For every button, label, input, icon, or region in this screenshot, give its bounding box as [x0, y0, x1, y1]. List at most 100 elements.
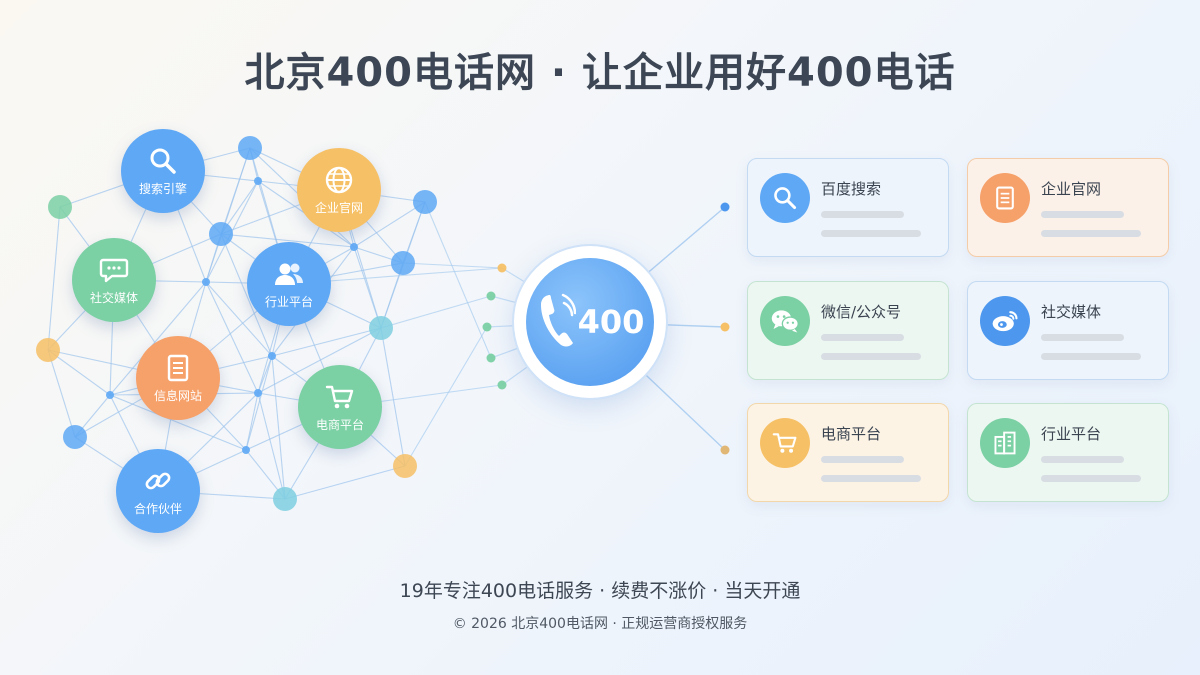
document-icon	[163, 353, 193, 383]
connection-line	[257, 392, 286, 500]
page-title: 北京400电话网 · 让企业用好400电话	[244, 50, 956, 96]
node-social-media: 社交媒体	[72, 238, 156, 322]
search-icon	[760, 173, 810, 223]
search-icon	[148, 146, 178, 176]
network-dot	[63, 425, 87, 449]
connection-line	[47, 349, 111, 396]
network-dot	[482, 322, 492, 332]
channel-title: 电商平台	[821, 425, 882, 443]
connection-line	[380, 327, 406, 467]
connection-line	[257, 327, 382, 394]
channel-title: 行业平台	[1041, 425, 1102, 443]
node-industry-platform: 行业平台	[247, 242, 331, 326]
channel-card-wechat: 微信/公众号	[747, 281, 949, 380]
node-info-website: 信息网站	[136, 336, 220, 420]
users-icon	[273, 259, 305, 289]
network-dot	[254, 389, 262, 397]
channel-card-industry-platform: 行业平台	[967, 403, 1169, 502]
connection-line	[47, 349, 76, 438]
placeholder-line	[1041, 230, 1141, 237]
network-dot	[209, 222, 233, 246]
cart-icon	[760, 418, 810, 468]
node-search-engine: 搜索引擎	[121, 129, 205, 213]
placeholder-line	[821, 353, 921, 360]
node-label: 电商平台	[315, 417, 364, 432]
network-dot	[720, 322, 730, 332]
globe-icon	[324, 165, 354, 195]
network-dot	[48, 195, 72, 219]
channel-title: 社交媒体	[1041, 303, 1102, 321]
building-icon	[980, 418, 1030, 468]
placeholder-line	[821, 456, 904, 463]
connection-line	[109, 281, 207, 396]
footer-copyright: © 2026 北京400电话网 · 正规运营商授权服务	[452, 616, 748, 632]
network-dot	[36, 338, 60, 362]
placeholder-line	[821, 230, 921, 237]
wechat-icon	[760, 296, 810, 346]
channel-card-social-media: 社交媒体	[967, 281, 1169, 380]
placeholder-line	[1041, 456, 1124, 463]
network-dot	[413, 190, 437, 214]
network-dot	[391, 251, 415, 275]
channel-card-official-site: 企业官网	[967, 158, 1169, 257]
connection-line	[109, 394, 247, 451]
weibo-icon	[980, 296, 1030, 346]
phone-icon	[536, 291, 576, 353]
node-label: 搜索引擎	[138, 181, 187, 196]
network-dot	[497, 263, 507, 273]
chat-icon	[99, 255, 129, 285]
node-label: 社交媒体	[89, 290, 138, 305]
placeholder-line	[1041, 211, 1124, 218]
channel-card-ecommerce: 电商平台	[747, 403, 949, 502]
channel-card-baidu-search: 百度搜索	[747, 158, 949, 257]
connection-line	[353, 201, 426, 248]
channel-title: 微信/公众号	[821, 303, 902, 321]
link-icon	[143, 466, 173, 496]
placeholder-line	[821, 334, 904, 341]
node-label: 行业平台	[264, 294, 313, 309]
network-dot	[202, 278, 210, 286]
document-icon	[980, 173, 1030, 223]
placeholder-line	[1041, 334, 1124, 341]
placeholder-line	[821, 211, 904, 218]
hub-400: 400	[526, 258, 654, 386]
network-dot	[486, 353, 496, 363]
network-dot	[720, 202, 730, 212]
network-dot	[268, 352, 276, 360]
footer-tagline: 19年专注400电话服务 · 续费不涨价 · 当天开通	[399, 580, 801, 602]
node-label: 信息网站	[153, 388, 202, 403]
network-dot	[254, 177, 262, 185]
network-dot	[273, 487, 297, 511]
connection-line	[220, 233, 273, 357]
node-ecommerce-platform: 电商平台	[298, 365, 382, 449]
connection-line	[245, 392, 259, 451]
connection-line	[205, 281, 259, 394]
network-dot	[242, 446, 250, 454]
network-dot	[238, 136, 262, 160]
network-dot	[106, 391, 114, 399]
node-label: 企业官网	[314, 200, 363, 215]
connection-line	[257, 355, 273, 394]
network-dot	[486, 291, 496, 301]
placeholder-line	[821, 475, 921, 482]
connection-line	[271, 355, 286, 500]
connection-line	[271, 327, 382, 357]
connection-line	[404, 326, 488, 467]
connection-line	[220, 233, 355, 248]
connection-line	[245, 355, 273, 451]
connection-line	[380, 295, 492, 329]
connection-line	[284, 465, 406, 500]
network-dot	[393, 454, 417, 478]
network-dot	[369, 316, 393, 340]
node-label: 合作伙伴	[133, 501, 182, 516]
connection-line	[424, 201, 492, 359]
channel-title: 企业官网	[1041, 180, 1102, 198]
network-dot	[720, 445, 730, 455]
connection-line	[205, 281, 273, 357]
hub-label: 400	[577, 303, 645, 341]
network-dot	[497, 380, 507, 390]
channel-title: 百度搜索	[821, 180, 882, 198]
network-dot	[350, 243, 358, 251]
connection-line	[47, 206, 61, 351]
placeholder-line	[1041, 353, 1141, 360]
